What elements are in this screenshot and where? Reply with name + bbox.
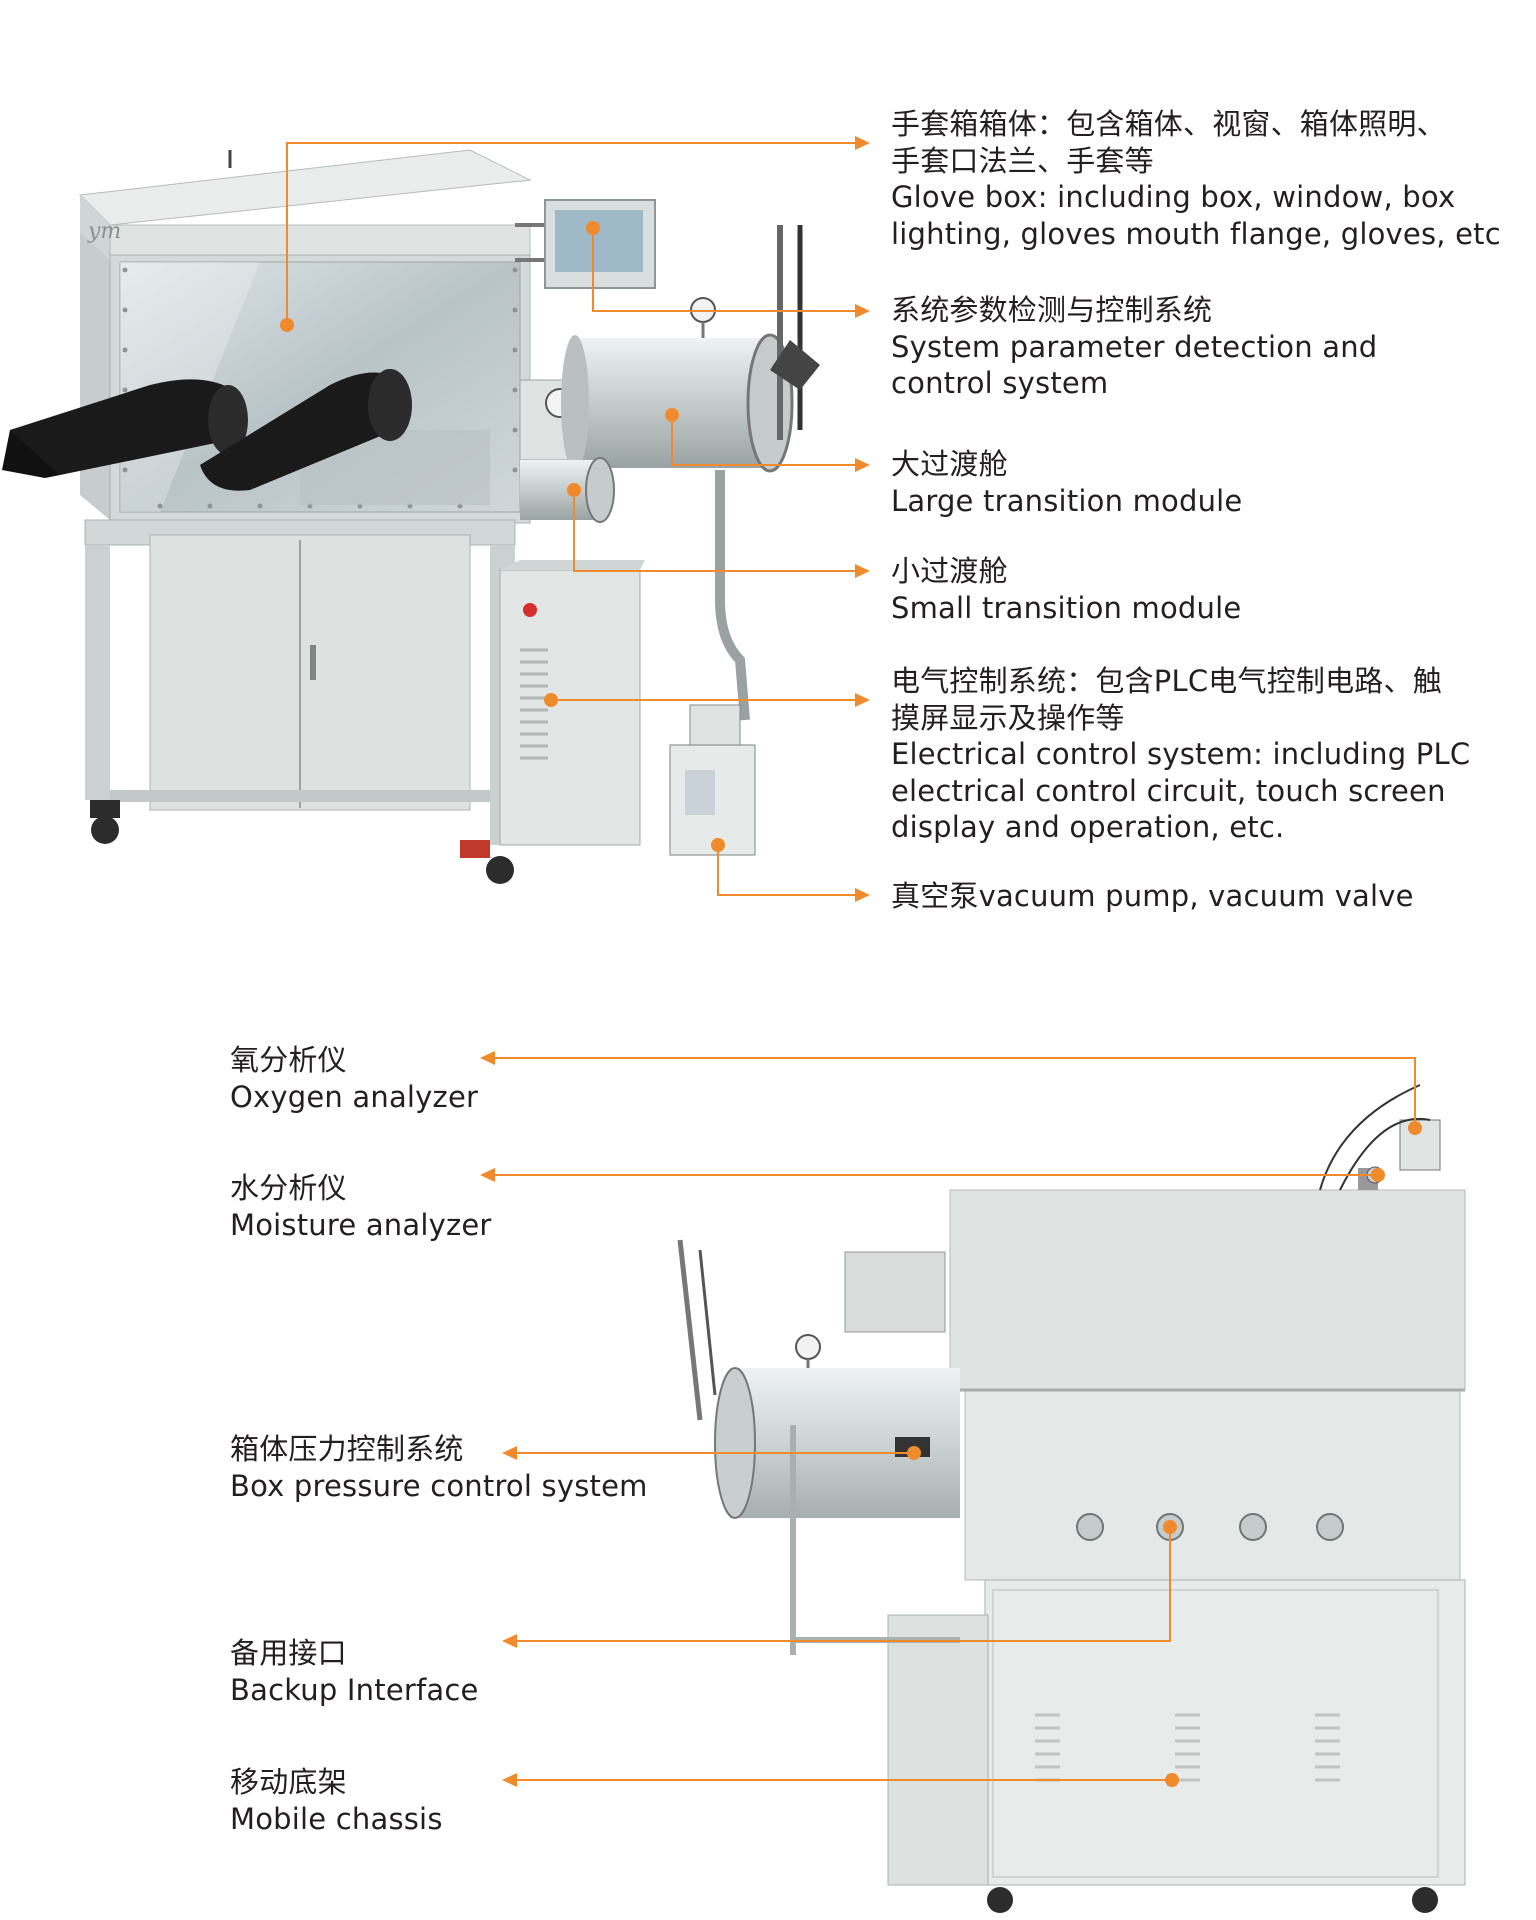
label-zh: 水分析仪 bbox=[230, 1171, 347, 1205]
label-en: Mobile chassis bbox=[230, 1801, 443, 1836]
label-en: Electrical control system: including PLC bbox=[891, 737, 1471, 771]
label-en: control system bbox=[891, 366, 1109, 400]
label-en: Moisture analyzer bbox=[230, 1207, 492, 1242]
label-small-module: 小过渡舱 Small transition module bbox=[891, 553, 1241, 626]
label-zh: 备用接口 bbox=[230, 1636, 347, 1670]
label-zh: 手套口法兰、手套等 bbox=[891, 143, 1154, 178]
label-en: display and operation, etc. bbox=[891, 810, 1285, 844]
label-en: Box pressure control system bbox=[230, 1468, 648, 1503]
glovebox-side-photo bbox=[677, 1084, 1466, 1913]
lower-cabinet bbox=[84, 519, 516, 845]
side-control-cabinet bbox=[499, 560, 645, 846]
label-en: Backup Interface bbox=[230, 1672, 479, 1707]
label-moisture: 水分析仪 Moisture analyzer bbox=[230, 1170, 492, 1243]
label-zh: 氧分析仪 bbox=[230, 1043, 347, 1077]
label-en: Glove box: including box, window, box bbox=[891, 180, 1456, 214]
label-en: System parameter detection and bbox=[891, 329, 1378, 364]
box-body-side bbox=[949, 1189, 1466, 1581]
label-zh: 手套箱箱体：包含箱体、视窗、箱体照明、 bbox=[891, 107, 1446, 141]
label-pressure: 箱体压力控制系统 Box pressure control system bbox=[230, 1431, 648, 1504]
label-zh: 系统参数检测与控制系统 bbox=[891, 293, 1213, 327]
analyzers bbox=[1319, 1084, 1441, 1191]
box-top-cap bbox=[78, 149, 532, 260]
label-zh: 移动底架 bbox=[230, 1765, 347, 1799]
label-electrical: 电气控制系统：包含PLC电气控制电路、触 摸屏显示及操作等 Electrical… bbox=[891, 663, 1470, 846]
box-frame bbox=[80, 232, 531, 524]
label-zh: 真空泵vacuum pump, vacuum valve bbox=[891, 879, 1414, 913]
label-oxygen: 氧分析仪 Oxygen analyzer bbox=[230, 1042, 478, 1115]
chassis-cabinet bbox=[887, 1579, 1466, 1913]
glovebox-front-photo: ym bbox=[2, 149, 820, 884]
label-large-module: 大过渡舱 Large transition module bbox=[891, 446, 1242, 519]
label-en: Oxygen analyzer bbox=[230, 1079, 479, 1114]
vacuum-pump bbox=[669, 470, 756, 856]
casters bbox=[90, 800, 514, 884]
label-zh: 电气控制系统：包含PLC电气控制电路、触 bbox=[891, 664, 1442, 698]
label-backup: 备用接口 Backup Interface bbox=[230, 1635, 479, 1708]
label-en: Large transition module bbox=[891, 483, 1243, 518]
label-en: electrical control circuit, touch screen bbox=[891, 773, 1446, 808]
side-control-box bbox=[844, 1251, 946, 1333]
brand-logo: ym bbox=[87, 219, 121, 244]
label-zh: 摸屏显示及操作等 bbox=[891, 700, 1125, 735]
label-en: Small transition module bbox=[891, 590, 1242, 625]
touch-screen-panel bbox=[515, 199, 656, 289]
gloves bbox=[2, 369, 412, 491]
label-vacuum: 真空泵vacuum pump, vacuum valve bbox=[891, 878, 1414, 915]
label-glove-box: 手套箱箱体：包含箱体、视窗、箱体照明、 手套口法兰、手套等 Glove box:… bbox=[891, 106, 1501, 252]
label-zh: 大过渡舱 bbox=[891, 447, 1008, 481]
label-zh: 小过渡舱 bbox=[891, 554, 1008, 588]
label-en: lighting, gloves mouth flange, gloves, e… bbox=[891, 216, 1501, 251]
label-chassis: 移动底架 Mobile chassis bbox=[230, 1764, 443, 1837]
small-transition-chamber bbox=[520, 457, 615, 523]
label-control-system: 系统参数检测与控制系统 System parameter detection a… bbox=[891, 292, 1377, 402]
label-zh: 箱体压力控制系统 bbox=[230, 1432, 464, 1466]
